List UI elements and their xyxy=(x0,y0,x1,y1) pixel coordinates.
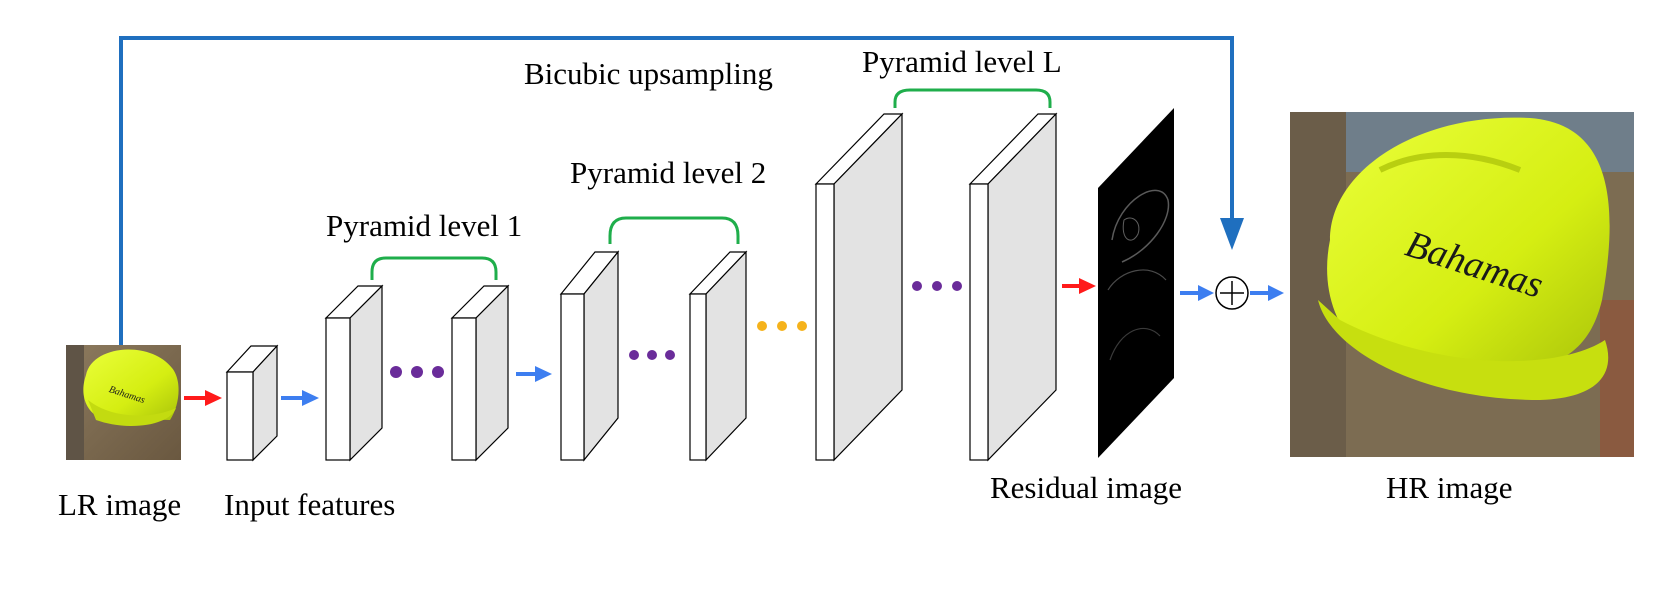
residual-image xyxy=(1098,108,1174,458)
arrow-lr-to-features xyxy=(184,390,222,406)
arrow-levelL-to-residual xyxy=(1062,278,1096,294)
label-input-features: Input features xyxy=(224,487,395,522)
pyramid-level-2-block-a xyxy=(559,250,620,462)
dots-level-2 xyxy=(629,350,675,360)
bicubic-skip-path xyxy=(119,36,1244,345)
lr-image: Bahamas xyxy=(66,345,181,460)
label-bicubic-upsampling: Bicubic upsampling xyxy=(524,56,773,91)
pyramid-level-L-block-b xyxy=(968,112,1058,462)
pyramid-level-L-brace xyxy=(893,88,1052,108)
pyramid-level-L-block-a xyxy=(814,112,904,462)
dots-level-1 xyxy=(390,366,444,378)
label-residual-image: Residual image xyxy=(990,470,1182,505)
input-features-block xyxy=(225,344,279,462)
arrow-residual-to-sum xyxy=(1180,285,1214,301)
pyramid-level-2-block-b xyxy=(688,250,748,462)
pyramid-level-1-block-b xyxy=(450,284,510,462)
pyramid-level-2-brace xyxy=(608,216,740,244)
hr-image: Bahamas xyxy=(1290,112,1634,457)
arrow-features-to-level1 xyxy=(281,390,319,406)
dots-between-levels xyxy=(757,321,807,331)
arrow-level1-to-level2 xyxy=(516,366,552,382)
label-pyramid-level-1: Pyramid level 1 xyxy=(326,208,522,243)
label-pyramid-level-2: Pyramid level 2 xyxy=(570,155,766,190)
dots-level-L xyxy=(912,281,962,291)
sum-operator-icon xyxy=(1215,276,1249,310)
label-lr-image: LR image xyxy=(58,487,181,522)
label-hr-image: HR image xyxy=(1386,470,1513,505)
arrow-sum-to-hr xyxy=(1250,285,1284,301)
pyramid-level-1-block-a xyxy=(324,284,384,462)
pyramid-level-1-brace xyxy=(370,256,498,280)
label-pyramid-level-L: Pyramid level L xyxy=(862,44,1062,79)
